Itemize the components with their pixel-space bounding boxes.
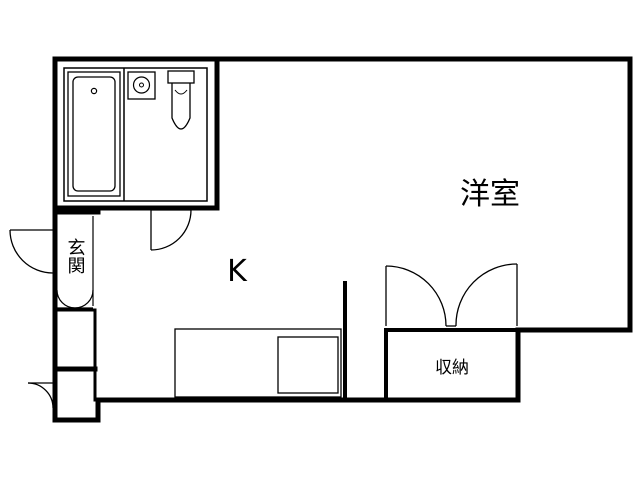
storage-label: 収納 <box>435 358 469 378</box>
kitchen-label: K <box>227 254 248 289</box>
closet-doors <box>385 263 518 327</box>
sink <box>277 336 339 394</box>
bathroom-wall <box>52 56 220 211</box>
western-room-label: 洋室 <box>460 177 520 212</box>
unit-bath <box>52 56 220 251</box>
entrance-door <box>9 229 54 274</box>
kitchen-counter <box>174 328 342 398</box>
bathroom-door <box>150 209 192 251</box>
meter-box-door <box>27 382 54 409</box>
bathtub <box>67 71 121 197</box>
outer-walls <box>52 56 633 423</box>
shoe-cabinet-doors <box>56 289 94 309</box>
partition-walls <box>52 209 520 402</box>
toilet <box>167 70 195 130</box>
entrance-label: 玄関 <box>65 238 86 274</box>
washbasin <box>127 71 156 100</box>
